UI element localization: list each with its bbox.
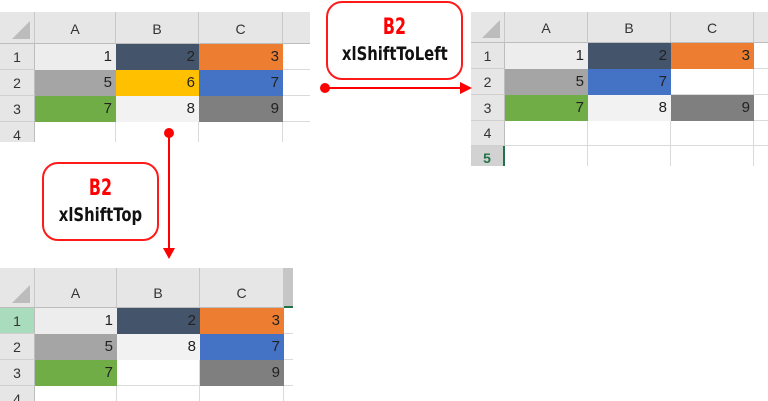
row-header-1[interactable]: 1 [0,308,35,334]
row-header-2[interactable]: 2 [471,69,505,95]
cell-b2[interactable]: 7 [588,69,671,95]
row-header-2[interactable]: 2 [0,334,35,360]
column-header-b[interactable]: B [116,12,199,44]
cell-a5[interactable] [505,146,588,166]
row-header-4[interactable]: 4 [471,121,505,146]
column-header-b[interactable]: B [117,268,200,308]
callout-cell-ref: B2 [382,14,407,40]
row-header-3[interactable]: 3 [0,360,35,386]
arrow-down-icon [163,128,175,259]
cell-a3[interactable]: 7 [35,360,117,386]
cell-c3[interactable]: 9 [671,95,754,121]
column-header-c[interactable]: C [199,12,283,44]
column-header-c[interactable]: C [671,12,754,43]
cell-extra-1[interactable] [283,44,310,70]
cell-extra-3[interactable] [754,95,768,121]
cell-c3[interactable]: 9 [199,96,283,122]
cell-a1[interactable]: 1 [35,308,117,334]
cell-extra-4[interactable] [283,122,310,142]
cell-b4[interactable] [588,121,671,146]
column-header-c[interactable]: C [200,268,284,308]
cell-c1[interactable]: 3 [199,44,283,70]
column-header-b[interactable]: B [588,12,671,43]
row-header-3[interactable]: 3 [0,96,35,122]
cell-extra-1[interactable] [754,43,768,69]
cell-a3[interactable]: 7 [35,96,116,122]
column-header-extra[interactable] [754,12,768,43]
select-all-triangle-icon [12,21,30,39]
cell-extra-2[interactable] [754,69,768,95]
row-header-3[interactable]: 3 [471,95,505,121]
cell-a4[interactable] [505,121,588,146]
row-header-5[interactable]: 5 [471,146,505,166]
cell-b1[interactable]: 2 [116,44,199,70]
select-all-corner[interactable] [0,268,35,308]
arrow-right-icon [320,82,472,94]
column-header-a[interactable]: A [35,12,116,44]
cell-b2[interactable]: 6 [116,70,199,96]
cell-b1[interactable]: 2 [588,43,671,69]
cell-a2[interactable]: 5 [35,70,116,96]
cell-extra-2[interactable] [283,70,310,96]
row-header-4[interactable]: 4 [0,122,35,142]
select-all-triangle-icon [12,285,30,303]
cell-b4[interactable] [116,122,199,142]
callout-constant-name: xlShiftToLeft [341,42,448,65]
row-header-2[interactable]: 2 [0,70,35,96]
cell-b3[interactable]: 8 [116,96,199,122]
cell-b1[interactable]: 2 [117,308,200,334]
row-header-1[interactable]: 1 [0,44,35,70]
cell-extra-4[interactable] [754,121,768,146]
cell-extra-2[interactable] [284,334,293,360]
cell-a4[interactable] [35,386,117,401]
column-header-a[interactable]: A [35,268,117,308]
cell-c2[interactable]: 7 [200,334,284,360]
cell-c2[interactable] [671,69,754,95]
callout-cell-ref: B2 [88,175,113,201]
cell-c4[interactable] [200,386,284,401]
row-header-1[interactable]: 1 [471,43,505,69]
cell-c3[interactable]: 9 [200,360,284,386]
cell-extra-4[interactable] [284,386,293,401]
select-all-corner[interactable] [471,12,505,43]
cell-b2[interactable]: 8 [117,334,200,360]
column-header-extra[interactable] [283,12,310,44]
cell-extra-3[interactable] [283,96,310,122]
cell-a3[interactable]: 7 [505,95,588,121]
cell-c4[interactable] [199,122,283,142]
cell-c5[interactable] [671,146,754,166]
cell-a4[interactable] [35,122,116,142]
cell-b3[interactable] [117,360,200,386]
shift-up-callout: B2 xlShiftTop [42,162,159,241]
cell-a1[interactable]: 1 [505,43,588,69]
cell-extra-5[interactable] [754,146,768,166]
select-all-triangle-icon [482,20,500,38]
cell-b4[interactable] [117,386,200,401]
cell-c1[interactable]: 3 [671,43,754,69]
cell-c4[interactable] [671,121,754,146]
cell-extra-1[interactable] [284,308,293,334]
column-header-a[interactable]: A [505,12,588,43]
shift-left-callout: B2 xlShiftToLeft [326,1,463,80]
cell-a2[interactable]: 5 [505,69,588,95]
callout-constant-name: xlShiftTop [58,203,143,226]
cell-a1[interactable]: 1 [35,44,116,70]
cell-a2[interactable]: 5 [35,334,117,360]
cell-c2[interactable]: 7 [199,70,283,96]
column-header-extra[interactable] [284,268,293,308]
cell-c1[interactable]: 3 [200,308,284,334]
cell-b3[interactable]: 8 [588,95,671,121]
row-header-4[interactable]: 4 [0,386,35,401]
cell-b5[interactable] [588,146,671,166]
select-all-corner[interactable] [0,12,35,44]
cell-extra-3[interactable] [284,360,293,386]
